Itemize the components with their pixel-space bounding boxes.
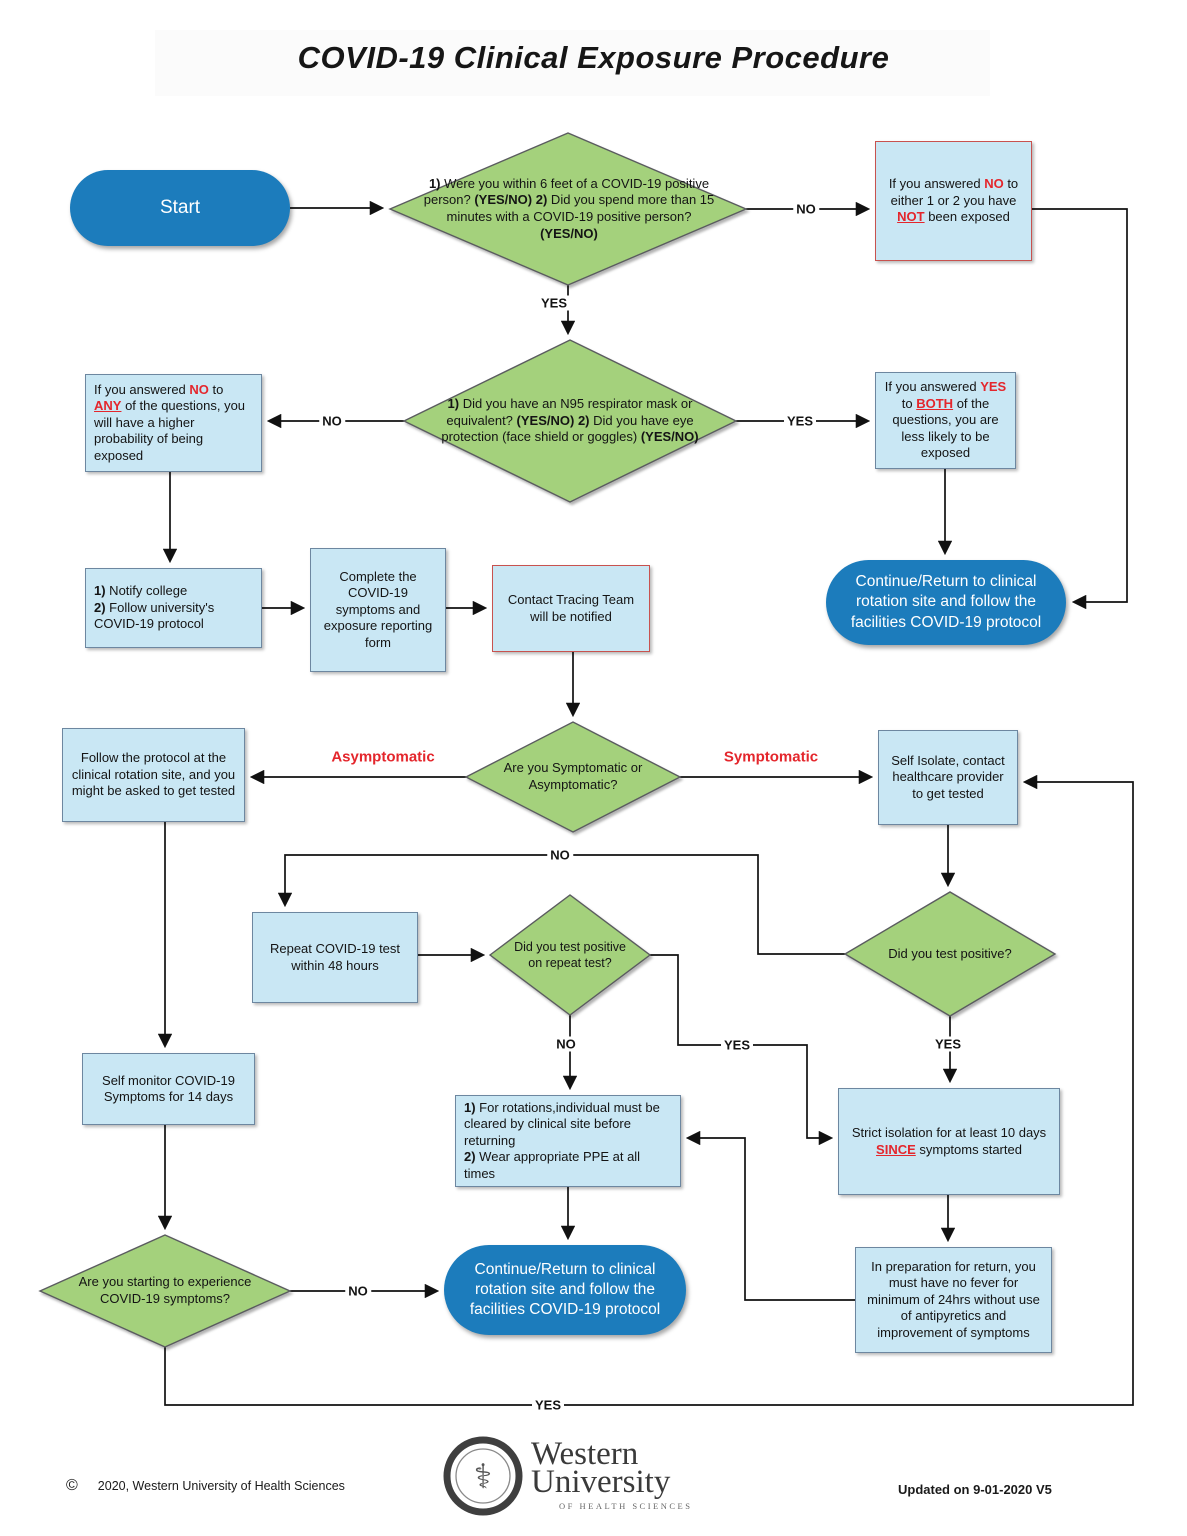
self-isolate-box: Self Isolate, contact healthcare provide… [878, 730, 1018, 825]
page-title: COVID-19 Clinical Exposure Procedure [297, 40, 890, 75]
decision-starting-symptoms-text: Are you starting to experience COVID-19 … [78, 1274, 252, 1306]
repeat-test-box: Repeat COVID-19 test within 48 hours [252, 912, 418, 1003]
edge-label-symptomatic: Symptomatic [723, 748, 819, 766]
decision-repeat-positive-shape [488, 894, 652, 1016]
copyright-text: 2020, Western University of Health Scien… [97, 1479, 345, 1493]
edge-notexposed-to-continue [1032, 208, 1128, 610]
decision-ppe-shape [402, 339, 738, 503]
edge-starting-yes-loop [164, 774, 1134, 1406]
edge-label-no-exposure: NO [793, 201, 819, 217]
decision-positive-shape [843, 891, 1057, 1017]
decision-repeat-positive-text: Did you test positive on repeat test? [514, 940, 626, 970]
edge-label-no-positive-loop: NO [547, 847, 573, 863]
continue-return-bottom-text: Continue/Return to clinical rotation sit… [469, 1260, 661, 1319]
university-wordmark: Western University OF HEALTH SCIENCES [531, 1436, 693, 1511]
edge-label-asymptomatic: Asymptomatic [331, 748, 435, 766]
decision-symptomatic-text: Are you Symptomatic or Asymptomatic? [503, 760, 643, 792]
edge-label-no-starting: NO [345, 1283, 371, 1299]
decision-ppe-text: 1) Did you have an N95 respirator mask o… [441, 396, 699, 445]
wordmark-line2: University [531, 1463, 671, 1500]
decision-exposure-shape [388, 132, 748, 286]
edge-preparation-to-rotations [685, 1130, 855, 1301]
decision-exposure-text: 1) Were you within 6 feet of a COVID-19 … [423, 175, 715, 241]
edge-label-yes-ppe: YES [783, 413, 817, 429]
edge-label-yes-starting: YES [531, 1397, 565, 1413]
continue-return-bottom-node: Continue/Return to clinical rotation sit… [444, 1245, 686, 1335]
university-seal-icon: ⚕ [443, 1436, 523, 1516]
copyright-line: © 2020, Western University of Health Sci… [66, 1477, 345, 1495]
svg-text:⚕: ⚕ [474, 1457, 492, 1497]
continue-return-top-node: Continue/Return to clinical rotation sit… [826, 560, 1066, 645]
wordmark-line1: Western [531, 1436, 639, 1473]
contact-tracing-box: Contact Tracing Team will be notified [492, 565, 650, 652]
edge-label-no-repeat: NO [553, 1036, 579, 1052]
higher-probability-box: If you answered NO to ANY of the questio… [85, 374, 262, 472]
not-exposed-box: If you answered NO to either 1 or 2 you … [875, 141, 1032, 261]
self-monitor-box: Self monitor COVID-19 Symptoms for 14 da… [82, 1053, 255, 1125]
notify-college-box: 1) Notify college 2) Follow university's… [85, 568, 262, 648]
decision-positive-text: Did you test positive? [888, 945, 1012, 961]
complete-form-box: Complete the COVID-19 symptoms and expos… [310, 548, 446, 672]
continue-return-top-text: Continue/Return to clinical rotation sit… [850, 573, 1042, 631]
edge-label-no-ppe: NO [319, 413, 345, 429]
decision-starting-symptoms-shape [38, 1234, 292, 1348]
copyright-icon: © [66, 1477, 78, 1494]
edge-label-yes-exposure: YES [537, 295, 571, 311]
edge-label-yes-repeat: YES [720, 1037, 754, 1053]
for-rotations-box: 1) For rotations,individual must be clea… [455, 1095, 681, 1187]
title-band [155, 30, 990, 96]
university-logo: ⚕ Western University OF HEALTH SCIENCES [443, 1424, 692, 1528]
less-likely-box: If you answered YES to BOTH of the quest… [875, 372, 1016, 469]
edge-positive-no-loop [277, 854, 845, 955]
wordmark-line3: OF HEALTH SCIENCES [559, 1500, 693, 1511]
follow-protocol-box: Follow the protocol at the clinical rota… [62, 728, 245, 822]
start-node: Start [70, 170, 290, 246]
strict-isolation-box: Strict isolation for at least 10 days SI… [838, 1088, 1060, 1195]
updated-date-text: Updated on 9-01-2020 V5 [898, 1482, 1052, 1497]
edge-label-yes-positive: YES [931, 1036, 965, 1052]
decision-symptomatic-shape [464, 721, 682, 833]
in-preparation-box: In preparation for return, you must have… [855, 1247, 1052, 1353]
